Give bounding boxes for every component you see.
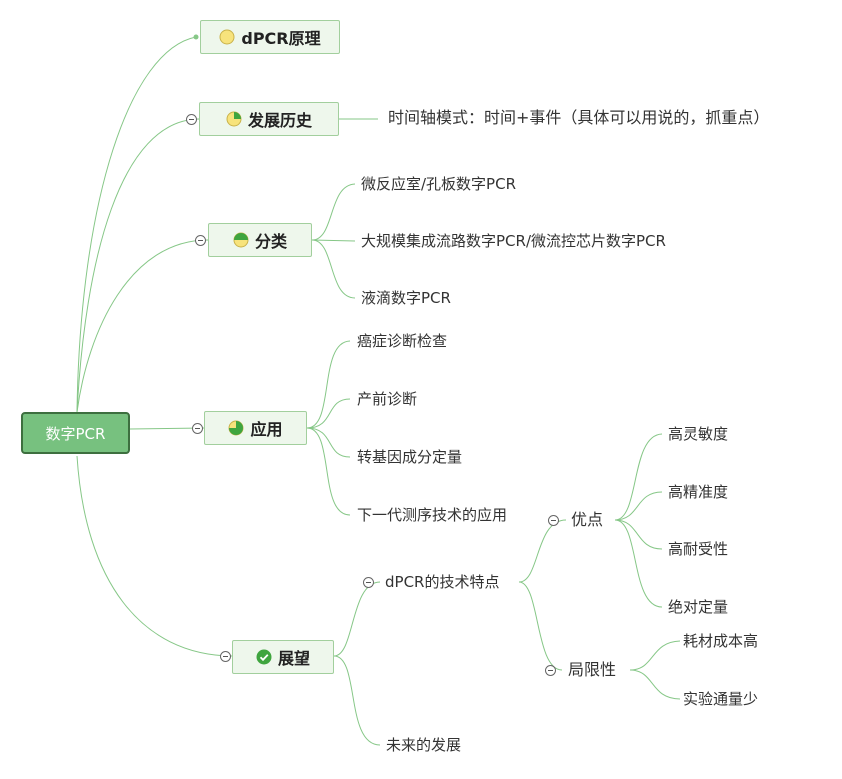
- advantage-item: 绝对定量: [668, 598, 729, 616]
- topic-application-label: 应用: [250, 420, 283, 439]
- connector-root-category: [76, 239, 209, 413]
- connector-root-application: [129, 427, 205, 430]
- advantages-label[interactable]: 优点: [571, 510, 604, 529]
- collapse-toggle-history[interactable]: [186, 114, 197, 125]
- progress-0-icon: [219, 29, 235, 45]
- limitation-item: 实验通量少: [683, 690, 759, 708]
- done-check-icon: [256, 649, 272, 665]
- progress-25-icon: [226, 111, 242, 127]
- application-item: 转基因成分定量: [357, 448, 463, 466]
- advantage-item: 高耐受性: [668, 540, 729, 558]
- progress-50-icon: [233, 232, 249, 248]
- topic-history-label: 发展历史: [247, 111, 312, 130]
- history-note: 时间轴模式：时间+事件（具体可以用说的，抓重点）: [388, 108, 770, 127]
- topic-principle-label: dPCR原理: [241, 29, 321, 48]
- topic-history[interactable]: 发展历史: [199, 102, 339, 136]
- application-item: 下一代测序技术的应用: [357, 506, 508, 524]
- connector-root-history: [76, 118, 200, 413]
- topic-principle[interactable]: dPCR原理: [200, 20, 340, 54]
- limitation-item: 耗材成本高: [683, 632, 759, 650]
- tech-features-label[interactable]: dPCR的技术特点: [385, 573, 500, 591]
- topic-category[interactable]: 分类: [208, 223, 312, 257]
- application-item: 癌症诊断检查: [357, 332, 448, 350]
- collapse-toggle-tech[interactable]: [363, 577, 374, 588]
- collapse-toggle-outlook[interactable]: [220, 651, 231, 662]
- collapse-toggle-advantages[interactable]: [548, 515, 559, 526]
- collapse-toggle-category[interactable]: [195, 235, 206, 246]
- collapse-toggle-limitations[interactable]: [545, 665, 556, 676]
- application-item: 产前诊断: [357, 390, 418, 408]
- topic-outlook-label: 展望: [277, 649, 310, 668]
- topic-outlook[interactable]: 展望: [232, 640, 334, 674]
- collapse-toggle-application[interactable]: [192, 423, 203, 434]
- topic-application[interactable]: 应用: [204, 411, 307, 445]
- advantage-item: 高灵敏度: [668, 425, 729, 443]
- topic-category-label: 分类: [254, 232, 287, 251]
- progress-75-icon: [228, 420, 244, 436]
- category-item: 微反应室/孔板数字PCR: [361, 175, 516, 193]
- category-item: 大规模集成流路数字PCR/微流控芯片数字PCR: [361, 232, 666, 250]
- advantage-item: 高精准度: [668, 483, 729, 501]
- limitations-label[interactable]: 局限性: [568, 660, 617, 679]
- future-development-label: 未来的发展: [386, 736, 462, 754]
- category-item: 液滴数字PCR: [361, 289, 451, 307]
- root-topic[interactable]: 数字PCR: [21, 412, 130, 454]
- connector-root-principle: [76, 36, 197, 413]
- connector-end-dot: [193, 34, 199, 40]
- connector-root-outlook: [76, 455, 233, 657]
